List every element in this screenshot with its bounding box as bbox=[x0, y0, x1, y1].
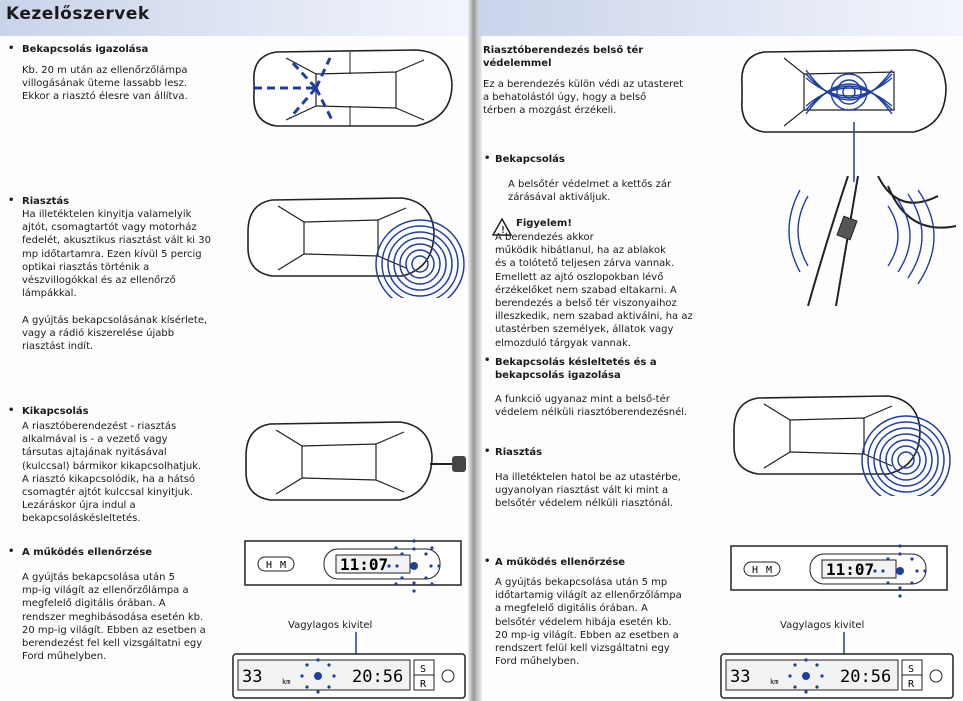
section-body: A gyújtás bekapcsolása után 5 mp-ig vilá… bbox=[22, 572, 206, 663]
section-title: Bekapcsolás igazolása bbox=[22, 44, 149, 55]
bullet-icon: • bbox=[8, 546, 15, 557]
door-pillar-sensor-illustration bbox=[788, 176, 957, 306]
warning-lamp-icon bbox=[802, 672, 810, 680]
dashboard-button-r: R bbox=[420, 679, 427, 690]
book-gutter bbox=[468, 0, 482, 701]
warning-lamp-icon bbox=[873, 544, 927, 598]
section-title: Riasztóberendezés belső tér védelemmel bbox=[483, 45, 644, 69]
bullet-icon: • bbox=[484, 153, 491, 164]
svg-text:!: ! bbox=[500, 225, 506, 236]
warning-lamp-icon bbox=[314, 672, 322, 680]
section-body: A belsőtér védelmet a kettős zár zárásáv… bbox=[508, 179, 672, 204]
km-unit: km bbox=[282, 678, 290, 686]
section-body: Ha illetéktelen hatol be az utastérbe, u… bbox=[495, 472, 681, 510]
header-band bbox=[478, 0, 963, 36]
section-title: A működés ellenőrzése bbox=[495, 557, 626, 568]
section-body: A gyújtás bekapcsolása után 5 mp időtart… bbox=[495, 577, 682, 668]
warning-title: Figyelem! bbox=[516, 218, 572, 229]
section-title: Riasztás bbox=[495, 447, 543, 458]
warning-lamp-icon bbox=[387, 539, 441, 593]
dashboard-button-s: S bbox=[908, 664, 914, 675]
car-key-illustration bbox=[245, 421, 466, 501]
dashboard-button-r: R bbox=[908, 679, 915, 690]
dashboard-time: 20:56 bbox=[352, 667, 403, 687]
section-title: Bekapcsolás késleltetés és a bekapcsolás… bbox=[495, 357, 657, 381]
variant-caption: Vagylagos kivitel bbox=[288, 620, 373, 631]
section-body: A riasztóberendezést - riasztás alkalmáv… bbox=[22, 421, 202, 525]
section-body: A gyújtás bekapcsolásának kísérlete, vag… bbox=[22, 315, 208, 353]
dashboard-time: 20:56 bbox=[840, 667, 891, 687]
clock-time: 11:07 bbox=[340, 555, 388, 574]
clock-button-m: M bbox=[766, 565, 772, 576]
car-interior-sensor-illustration bbox=[741, 49, 947, 133]
warning-body: A berendezés akkor működik hibátlanul, h… bbox=[495, 232, 693, 349]
variant-caption: Vagylagos kivitel bbox=[780, 620, 865, 631]
section-title: A működés ellenőrzése bbox=[22, 547, 153, 558]
section-body: Kb. 20 m után az ellenőrzőlámpa villogás… bbox=[22, 65, 188, 103]
odometer-display: 33 bbox=[730, 667, 750, 687]
car-top-view-illustration bbox=[253, 49, 453, 127]
left-page: Kezelőszervek • Bekapcsolás igazolása Kb… bbox=[0, 0, 472, 701]
bullet-icon: • bbox=[484, 446, 491, 457]
clock-button-h: H bbox=[266, 560, 272, 571]
sensor-callout-line bbox=[853, 122, 855, 182]
bullet-icon: • bbox=[8, 405, 15, 416]
digital-clock-display: H M 11:07 bbox=[244, 539, 462, 593]
dashboard-display: 33 km 20:56 S R bbox=[232, 632, 466, 699]
clock-button-h: H bbox=[752, 565, 758, 576]
section-body: A funkció ugyanaz mint a belső-tér védel… bbox=[495, 394, 688, 419]
section-title: Bekapcsolás bbox=[495, 154, 565, 165]
page-title: Kezelőszervek bbox=[6, 4, 150, 24]
km-unit: km bbox=[770, 678, 778, 686]
clock-button-m: M bbox=[280, 560, 286, 571]
bullet-icon: • bbox=[8, 43, 15, 54]
dashboard-button-s: S bbox=[420, 664, 426, 675]
bullet-icon: • bbox=[8, 195, 15, 206]
car-alarm-waves-illustration bbox=[733, 395, 951, 496]
section-title: Riasztás bbox=[22, 196, 70, 207]
odometer-display: 33 bbox=[242, 667, 262, 687]
right-page: Riasztóberendezés belső tér védelemmel E… bbox=[478, 0, 963, 701]
dashboard-display: 33 km 20:56 S R bbox=[720, 632, 954, 699]
section-title: Kikapcsolás bbox=[22, 406, 89, 417]
car-alarm-waves-illustration bbox=[247, 197, 465, 298]
digital-clock-display: H M 11:07 bbox=[730, 544, 948, 598]
bullet-icon: • bbox=[484, 355, 491, 366]
clock-time: 11:07 bbox=[826, 560, 874, 579]
section-body: Ez a berendezés külön védi az utasteret … bbox=[483, 79, 684, 117]
bullet-icon: • bbox=[484, 556, 491, 567]
warning-triangle-icon: ! bbox=[492, 218, 512, 236]
section-body: Ha illetéktelen kinyitja valamelyik ajtó… bbox=[22, 209, 211, 300]
header-band bbox=[0, 0, 472, 36]
